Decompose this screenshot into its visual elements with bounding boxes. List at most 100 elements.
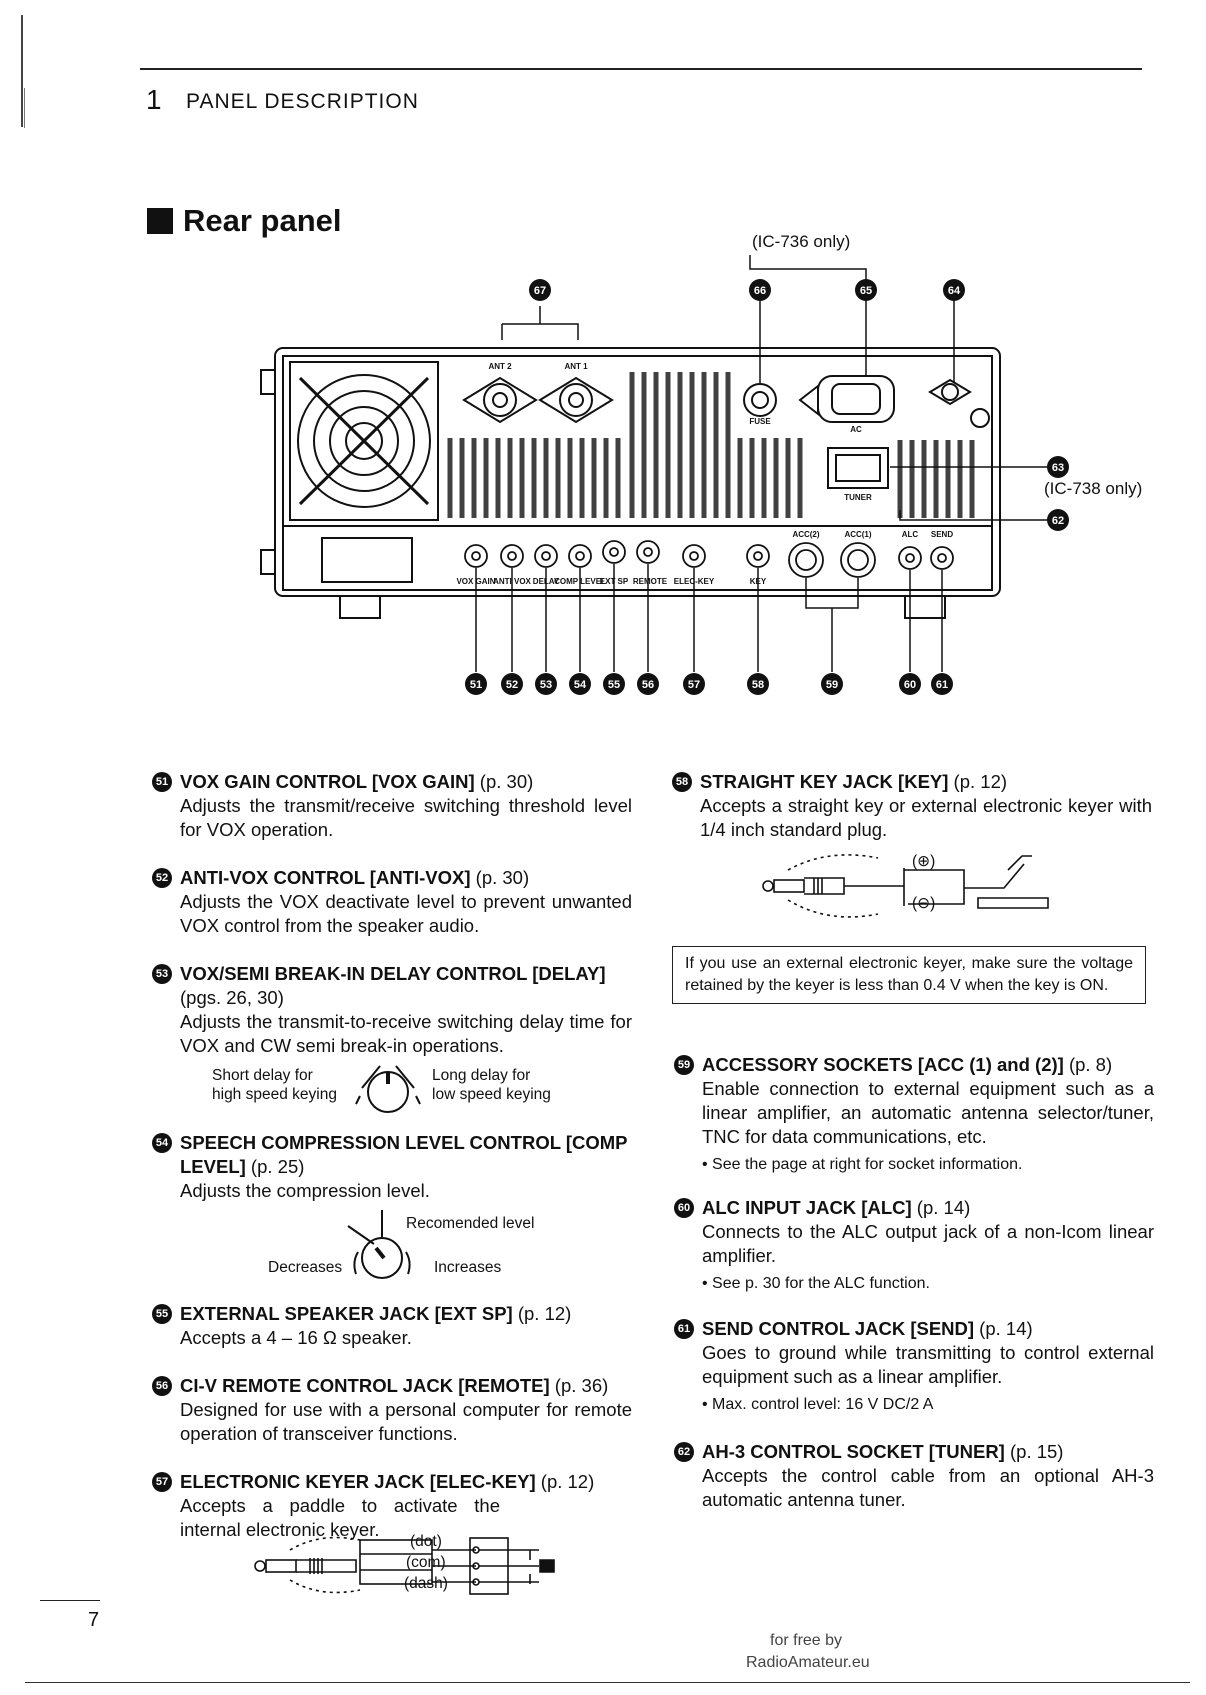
item-number: 60	[674, 1198, 694, 1218]
label-fuse: FUSE	[749, 417, 771, 426]
item-title: SEND CONTROL JACK [SEND]	[702, 1318, 975, 1339]
chassis-outline	[274, 347, 1001, 597]
bottom-rule	[25, 1682, 1190, 1683]
label-acc1: ACC(1)	[844, 530, 871, 539]
callout-54: 54	[574, 679, 587, 691]
item-ref: (p. 12)	[512, 1303, 572, 1324]
item-ref: (p. 12)	[948, 771, 1008, 792]
label-acc2: ACC(2)	[792, 530, 819, 539]
item-body: Accepts a 4 – 16 Ω speaker.	[180, 1327, 412, 1348]
footer-line2: RadioAmateur.eu	[746, 1654, 870, 1671]
item-number: 56	[152, 1376, 172, 1396]
item-number: 57	[152, 1472, 172, 1492]
item-number: 61	[674, 1319, 694, 1339]
comp-knob-figure	[347, 1210, 411, 1279]
callout-57: 57	[688, 679, 700, 691]
caution-note-box: If you use an external electronic keyer,…	[672, 946, 1146, 1004]
page-number: 7	[88, 1609, 100, 1631]
lower-panel	[282, 525, 993, 591]
item-number: 54	[152, 1133, 172, 1153]
comp-recommended-label: Recomended level	[406, 1215, 535, 1232]
callout-55: 55	[608, 679, 620, 691]
header-rule	[140, 68, 1142, 70]
item-title: ALC INPUT JACK [ALC]	[702, 1197, 912, 1218]
section-heading: Rear panel	[147, 203, 342, 239]
item-body: Accepts a paddle to activate the interna…	[180, 1495, 500, 1540]
callout-62: 62	[1052, 515, 1064, 527]
section-title: Rear panel	[183, 203, 342, 238]
item-note: • See the page at right for socket infor…	[702, 1156, 1023, 1173]
item-title: AH-3 CONTROL SOCKET [TUNER]	[702, 1441, 1005, 1462]
item-ref: (p. 8)	[1063, 1054, 1113, 1075]
label-ext-sp: EXT SP	[600, 577, 629, 586]
item-54: 54 SPEECH COMPRESSION LEVEL CONTROL [COMP…	[152, 1131, 632, 1203]
item-body: Accepts a straight key or external elect…	[700, 795, 1152, 840]
item-body: Accepts the control cable from an option…	[702, 1465, 1154, 1510]
item-body: Enable connection to external equipment …	[702, 1078, 1154, 1147]
scan-margin-line	[24, 88, 25, 128]
foot-right	[904, 595, 946, 619]
item-62: 62 AH-3 CONTROL SOCKET [TUNER] (p. 15) Ac…	[674, 1440, 1154, 1512]
label-send: SEND	[931, 530, 953, 539]
item-title: CI-V REMOTE CONTROL JACK [REMOTE]	[180, 1375, 550, 1396]
item-number: 52	[152, 868, 172, 888]
footer-line1: for free by	[770, 1632, 843, 1649]
straight-key-figure	[762, 854, 1049, 918]
foot-left	[339, 595, 381, 619]
callout-64: 64	[948, 285, 961, 297]
chapter-title: PANEL DESCRIPTION	[186, 90, 419, 113]
item-number: 58	[672, 772, 692, 792]
rear-panel-diagram: ANT 2 ANT 1 FUSE AC TUNER ACC(2) ACC(1) …	[260, 255, 1069, 695]
keyer-com-label: (com)	[406, 1554, 446, 1571]
delay-long-label: Long delay for low speed keying	[432, 1067, 551, 1103]
label-key: KEY	[750, 577, 767, 586]
side-handles	[260, 369, 275, 575]
item-title: SPEECH COMPRESSION LEVEL CONTROL [COMP L…	[180, 1132, 628, 1177]
item-ref: (p. 15)	[1004, 1441, 1064, 1462]
item-number: 53	[152, 964, 172, 984]
comp-decreases-label: Decreases	[268, 1259, 343, 1276]
delay-knob-figure	[355, 1065, 421, 1113]
delay-short-label: Short delay for high speed keying	[212, 1067, 337, 1103]
callout-59: 59	[826, 679, 838, 691]
item-ref: (pgs. 26, 30)	[180, 987, 284, 1008]
item-title: ACCESSORY SOCKETS [ACC (1) and (2)]	[702, 1054, 1064, 1075]
fan-ring	[297, 374, 431, 508]
callout-52: 52	[506, 679, 518, 691]
item-title: STRAIGHT KEY JACK [KEY]	[700, 771, 949, 792]
callout-61: 61	[936, 679, 948, 691]
callout-56: 56	[642, 679, 654, 691]
item-body: Adjusts the transmit/receive switching t…	[180, 795, 632, 840]
item-53: 53 VOX/SEMI BREAK-IN DELAY CONTROL [DELAY…	[152, 962, 632, 1058]
callout-51: 51	[470, 679, 482, 691]
item-number: 51	[152, 772, 172, 792]
scan-margin-line	[21, 15, 23, 127]
item-note: • See p. 30 for the ALC function.	[702, 1275, 930, 1292]
item-body: Adjusts the VOX deactivate level to prev…	[180, 891, 632, 936]
label-elec-key: ELEC-KEY	[674, 577, 715, 586]
label-delay: DELAY	[533, 577, 560, 586]
item-ref: (p. 14)	[974, 1318, 1033, 1339]
label-tuner: TUNER	[844, 493, 872, 502]
upper-panel	[282, 355, 993, 527]
item-title: VOX/SEMI BREAK-IN DELAY CONTROL [DELAY]	[180, 963, 606, 984]
item-ref: (p. 30)	[474, 771, 534, 792]
key-plus-label: (⊕)	[912, 853, 936, 870]
item-body: Goes to ground while transmitting to con…	[702, 1342, 1154, 1387]
label-ant1: ANT 1	[564, 362, 588, 371]
item-ref: (p. 36)	[549, 1375, 609, 1396]
comp-increases-label: Increases	[434, 1259, 502, 1276]
item-body: Adjusts the compression level.	[180, 1180, 430, 1201]
callout-63: 63	[1052, 462, 1064, 474]
callout-53: 53	[540, 679, 552, 691]
item-number: 55	[152, 1304, 172, 1324]
item-title: EXTERNAL SPEAKER JACK [EXT SP]	[180, 1303, 513, 1324]
label-vox-gain: VOX GAIN	[456, 577, 495, 586]
item-number: 62	[674, 1442, 694, 1462]
item-61: 61 SEND CONTROL JACK [SEND] (p. 14) Goes …	[674, 1317, 1154, 1417]
item-body: Connects to the ALC output jack of a non…	[702, 1221, 1154, 1266]
